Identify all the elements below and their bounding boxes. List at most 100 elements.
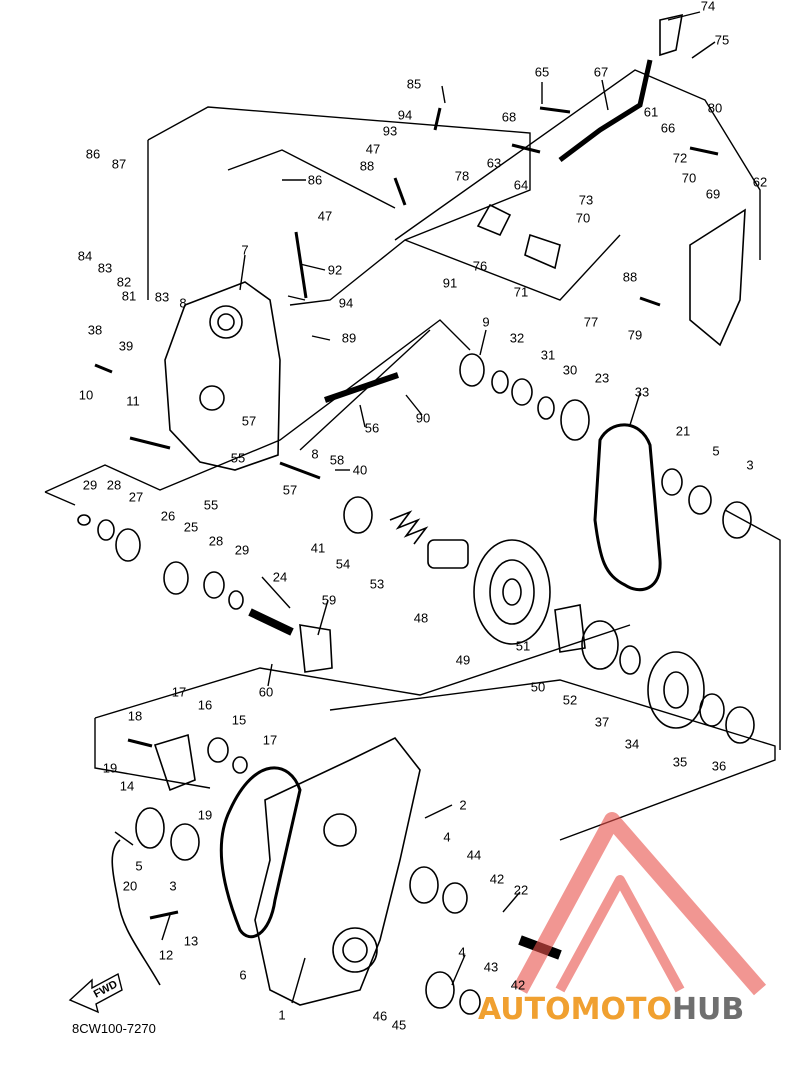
part-callout: 52 <box>562 692 578 708</box>
part-callout: 58 <box>329 452 345 468</box>
part-callout: 41 <box>310 540 326 556</box>
part-callout: 26 <box>160 508 176 524</box>
part-callout: 25 <box>183 519 199 535</box>
part-callout: 86 <box>307 172 323 188</box>
part-callout: 18 <box>127 708 143 724</box>
part-callout: 53 <box>369 576 385 592</box>
part-callout: 54 <box>335 556 351 572</box>
collar-part-50 <box>554 604 586 653</box>
part-callout: 56 <box>364 420 380 436</box>
part-callout: 42 <box>489 871 505 887</box>
outline-middle <box>44 319 471 493</box>
part-callout: 3 <box>746 457 754 473</box>
part-callout: 84 <box>77 248 93 264</box>
part-callout: 21 <box>675 423 691 439</box>
part-callout: 85 <box>406 76 422 92</box>
part-callout: 67 <box>593 64 609 80</box>
outline-upper-right <box>394 69 761 260</box>
part-callout: 74 <box>700 0 716 14</box>
part-callout: 91 <box>442 275 458 291</box>
outline-upper-left <box>147 106 531 306</box>
part-callout: 1 <box>278 1007 286 1023</box>
part-callout: 11 <box>126 393 140 409</box>
part-callout: 10 <box>78 387 94 403</box>
part-callout: 94 <box>397 107 413 123</box>
part-callout: 3 <box>169 878 177 894</box>
belt-part-33 <box>593 423 662 592</box>
outline-lower <box>94 718 211 789</box>
part-callout: 44 <box>466 847 482 863</box>
spring-part-53 <box>389 510 429 545</box>
part-callout: 59 <box>321 592 337 608</box>
part-callout: 39 <box>118 338 134 354</box>
part-callout: 4 <box>443 829 451 845</box>
part-callout: 94 <box>338 295 354 311</box>
knob-part-74 <box>659 13 683 57</box>
part-callout: 9 <box>482 314 490 330</box>
part-callout: 12 <box>158 947 174 963</box>
part-callout: 2 <box>459 797 467 813</box>
part-callout: 15 <box>231 712 247 728</box>
part-callout: 35 <box>672 754 688 770</box>
part-callout: 80 <box>707 100 723 116</box>
fwd-arrow-icon: FWD <box>68 972 123 1014</box>
part-callout: 14 <box>119 778 135 794</box>
part-callout: 50 <box>530 679 546 695</box>
part-callout: 57 <box>282 482 298 498</box>
part-callout: 13 <box>183 933 199 949</box>
part-callout: 55 <box>203 497 219 513</box>
part-callout: 29 <box>82 477 98 493</box>
part-callout: 93 <box>382 123 398 139</box>
part-callout: 62 <box>752 174 768 190</box>
part-callout: 5 <box>135 858 143 874</box>
part-callout: 16 <box>197 697 213 713</box>
part-callout: 5 <box>712 443 720 459</box>
part-callout: 70 <box>575 210 591 226</box>
part-callout: 51 <box>515 638 531 654</box>
part-callout: 46 <box>372 1008 388 1024</box>
part-callout: 70 <box>681 170 697 186</box>
part-callout: 86 <box>85 146 101 162</box>
part-callout: 17 <box>262 732 278 748</box>
part-callout: 20 <box>122 878 138 894</box>
drawing-code: 8CW100-7270 <box>72 1021 156 1036</box>
part-callout: 82 <box>116 274 132 290</box>
part-callout: 57 <box>241 413 257 429</box>
housing-part-7 <box>164 281 281 471</box>
part-callout: 60 <box>258 684 274 700</box>
sprocket-part-34 <box>647 651 705 729</box>
part-callout: 87 <box>111 156 127 172</box>
tensioner-part-14 <box>153 733 196 792</box>
part-callout: 8 <box>179 295 187 311</box>
part-callout: 28 <box>208 533 224 549</box>
chaincase-part-1 <box>254 736 421 1006</box>
part-callout: 38 <box>87 322 103 338</box>
part-callout: 90 <box>415 410 431 426</box>
bracket-part-59 <box>299 624 333 673</box>
part-callout: 27 <box>128 489 144 505</box>
part-callout: 43 <box>483 959 499 975</box>
part-callout: 24 <box>272 569 288 585</box>
part-callout: 30 <box>562 362 578 378</box>
part-callout: 4 <box>458 944 466 960</box>
part-callout: 7 <box>241 242 249 258</box>
part-callout: 45 <box>391 1017 407 1033</box>
part-callout: 72 <box>672 150 688 166</box>
part-callout: 88 <box>622 269 638 285</box>
part-callout: 37 <box>594 714 610 730</box>
part-callout: 79 <box>627 327 643 343</box>
part-callout: 77 <box>583 314 599 330</box>
watermark-text: AUTOMOTOHUB <box>478 992 744 1027</box>
part-callout: 75 <box>714 32 730 48</box>
part-callout: 66 <box>660 120 676 136</box>
part-callout: 69 <box>705 186 721 202</box>
part-callout: 78 <box>454 168 470 184</box>
part-callout: 34 <box>624 736 640 752</box>
spline-part-48 <box>427 539 469 569</box>
part-callout: 6 <box>239 967 247 983</box>
part-callout: 55 <box>230 450 246 466</box>
part-callout: 92 <box>327 262 343 278</box>
watermark-text-a: AUTOMOTO <box>478 992 672 1027</box>
